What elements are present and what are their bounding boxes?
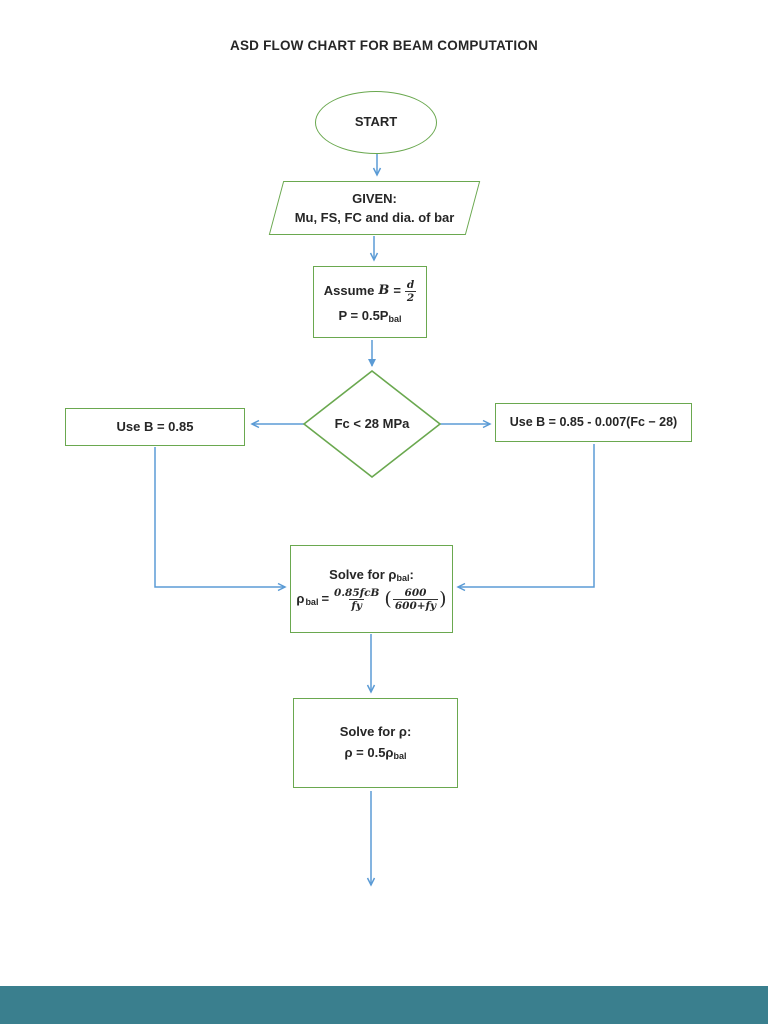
decision-diamond-shape [302,369,442,479]
solve-rho-bal-fraction2-denominator: 600+fy [392,598,439,612]
assume-line1: Assume B = d 2 [324,279,417,304]
solve-rho-bal-fraction1: 0.85fcB fy [332,587,381,612]
assume-fraction: d 2 [404,278,417,304]
solve-rho-bal-fraction2-numerator: 600 [404,586,427,599]
solve-rho-bal-equals: = [321,591,330,606]
page-title: ASD FLOW CHART FOR BEAM COMPUTATION [230,38,538,53]
solve-rho-title: Solve for ρ: [339,724,412,740]
solve-rho-bal-title-prefix: Solve for ρ [329,567,397,583]
solve-rho-bal-lhs: ρ [296,591,305,606]
assume-line2: P = 0.5P bal [338,307,401,326]
assume-keyword: Assume [323,282,375,298]
assume-equals: = [393,282,401,298]
decision-label-node: Fc < 28 MPa [302,412,442,436]
solve-rho-bal-fraction1-numerator: 0.85fcB [334,586,380,599]
use-b-right-node: Use B = 0.85 - 0.007(Fc − 28) [495,403,692,442]
given-content: GIVEN: Mu, FS, FC and dia. of bar [267,181,482,235]
solve-rho-bal-open-paren: ( [384,587,392,610]
assume-fraction-numerator: d [406,278,415,291]
solve-rho-bal-close-paren: ) [439,587,447,610]
solve-rho-body-subscript: bal [393,750,407,761]
solve-rho-node: Solve for ρ: ρ = 0.5ρ bal [293,698,458,788]
start-node: START [315,91,437,154]
use-b-left-node: Use B = 0.85 [65,408,245,446]
given-node: GIVEN: Mu, FS, FC and dia. of bar [267,181,482,235]
use-b-right-label: Use B = 0.85 - 0.007(Fc − 28) [509,415,678,430]
decision-label: Fc < 28 MPa [334,415,410,431]
solve-rho-bal-node: Solve for ρ bal : ρ bal = 0.85fcB fy ( 6… [290,545,453,633]
solve-rho-bal-fraction2: 600 600+fy [392,586,439,612]
given-body: Mu, FS, FC and dia. of bar [294,210,455,225]
solve-rho-body-text: ρ = 0.5ρ [344,745,394,760]
assume-line2-subscript: bal [388,313,402,324]
assume-variable: B [378,282,390,298]
arrow-left-box-to-solve-rho-bal [154,447,287,592]
viewer-footer-bar [0,986,768,1024]
assume-line2-text: P = 0.5P [338,307,389,323]
arrow-right-box-to-solve-rho-bal [456,444,595,592]
solve-rho-bal-fraction1-denominator: fy [349,598,365,612]
use-b-left-label: Use B = 0.85 [116,418,194,434]
solve-rho-body: ρ = 0.5ρ bal [345,744,407,763]
solve-rho-bal-title-subscript: bal [396,572,410,583]
start-label: START [354,114,398,130]
solve-rho-bal-title-colon: : [409,567,414,583]
solve-rho-bal-lhs-subscript: bal [305,596,319,607]
given-heading: GIVEN: [352,190,397,206]
assume-fraction-denominator: 2 [404,290,417,304]
solve-rho-bal-title: Solve for ρ bal : [329,566,414,585]
solve-rho-bal-formula: ρ bal = 0.85fcB fy ( 600 600+fy ) [296,587,446,612]
assume-node: Assume B = d 2 P = 0.5P bal [313,266,427,338]
